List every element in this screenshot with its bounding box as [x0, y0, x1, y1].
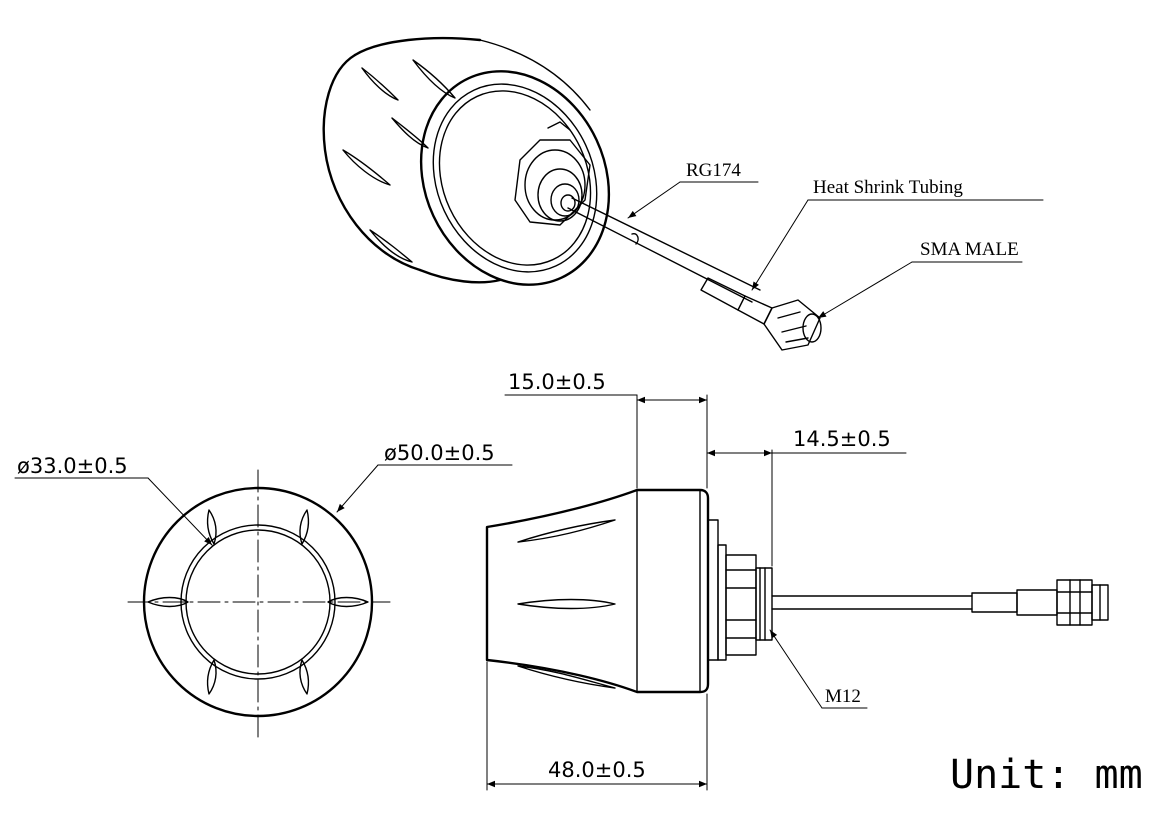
label-rg174: RG174 — [686, 160, 741, 181]
side-view — [485, 488, 1109, 694]
label-inner-diameter: ø33.0±0.5 — [17, 454, 128, 478]
label-height: 48.0±0.5 — [548, 758, 646, 782]
callout-m12: M12 — [769, 629, 868, 709]
front-view — [127, 469, 391, 741]
isometric-view — [322, 36, 822, 351]
dim-thread-length: 14.5±0.5 — [706, 427, 907, 567]
label-thread-length: 14.5±0.5 — [793, 427, 891, 451]
label-outer-diameter: ø50.0±0.5 — [384, 441, 495, 465]
label-sma-male: SMA MALE — [920, 239, 1019, 260]
dim-outer-diameter: ø50.0±0.5 — [336, 441, 513, 513]
callout-sma-male: SMA MALE — [817, 239, 1023, 319]
dim-thickness: 15.0±0.5 — [504, 370, 708, 489]
dim-inner-diameter: ø33.0±0.5 — [14, 454, 213, 546]
label-thickness: 15.0±0.5 — [508, 370, 606, 394]
callout-rg174: RG174 — [627, 160, 759, 219]
callout-heat-shrink: Heat Shrink Tubing — [751, 177, 1044, 291]
unit-label: Unit: mm — [950, 752, 1143, 798]
label-heat-shrink: Heat Shrink Tubing — [813, 177, 963, 198]
dim-height: 48.0±0.5 — [486, 661, 708, 791]
label-m12: M12 — [825, 686, 861, 707]
